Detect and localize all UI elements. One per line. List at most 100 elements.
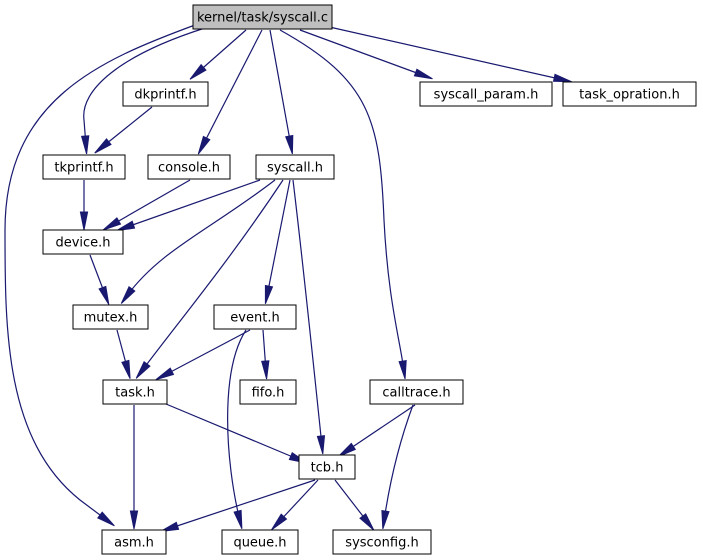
edge-syscall_c-to-syscall_h — [269, 29, 294, 155]
edge-dkprintf-to-tkprintf — [94, 106, 153, 154]
arrowhead — [316, 435, 326, 455]
arrowhead — [97, 511, 115, 527]
edge-syscall_h-to-event — [264, 179, 291, 304]
edge-line — [167, 479, 316, 530]
edge-line — [123, 179, 261, 229]
node-label: asm.h — [114, 536, 154, 551]
edge-device-to-mutex — [89, 254, 110, 305]
edge-syscall_c-to-dkprintf — [189, 29, 247, 80]
node-box — [419, 81, 553, 107]
node-box — [298, 454, 356, 480]
node-task-opration[interactable]: task_opration.h — [562, 81, 697, 107]
edge-task-to-asm — [129, 405, 139, 530]
node-queue[interactable]: queue.h — [221, 529, 299, 555]
arrowhead — [271, 513, 288, 531]
arrowhead — [233, 509, 243, 530]
arrowhead — [79, 211, 89, 231]
node-box — [239, 379, 297, 405]
node-syscall-h[interactable]: syscall.h — [255, 154, 335, 180]
node-box — [102, 379, 168, 405]
node-tkprintf[interactable]: tkprintf.h — [42, 154, 126, 180]
node-label: calltrace.h — [382, 386, 450, 401]
arrowhead — [398, 360, 407, 380]
node-label: syscall_param.h — [434, 88, 539, 103]
edge-line — [125, 179, 276, 298]
edge-mutex-to-task — [116, 329, 131, 379]
arrowhead — [120, 286, 136, 304]
arrowhead — [160, 521, 180, 532]
edge-syscall_c-to-asm — [4, 24, 196, 527]
node-box — [369, 379, 464, 405]
node-box — [255, 154, 335, 180]
node-dkprintf[interactable]: dkprintf.h — [122, 81, 209, 107]
arrowhead — [98, 285, 110, 305]
edge-tcb-to-sysconfig — [334, 479, 375, 531]
node-fifo[interactable]: fifo.h — [239, 379, 297, 405]
node-label: device.h — [55, 236, 110, 251]
node-label: event.h — [230, 311, 279, 326]
edge-console-to-device — [102, 179, 191, 231]
edge-syscall_h-to-mutex — [120, 179, 276, 304]
node-asm[interactable]: asm.h — [101, 529, 167, 555]
edges-layer — [4, 24, 573, 532]
edge-calltrace-to-tcb — [338, 404, 416, 457]
node-box — [147, 154, 231, 180]
arrowhead — [413, 68, 433, 80]
edge-tcb-to-asm — [160, 479, 316, 532]
node-box — [221, 529, 299, 555]
arrowhead — [197, 135, 211, 155]
arrowhead — [285, 134, 294, 155]
edge-line — [279, 29, 405, 372]
edge-line — [165, 403, 301, 461]
node-box — [42, 154, 126, 180]
edge-syscall_h-to-tcb — [292, 179, 326, 455]
edge-tkprintf-to-device — [79, 180, 89, 231]
edge-line — [109, 179, 191, 227]
node-label: tcb.h — [311, 461, 344, 476]
node-console[interactable]: console.h — [147, 154, 231, 180]
node-device[interactable]: device.h — [42, 229, 124, 255]
node-task[interactable]: task.h — [102, 379, 168, 405]
edge-line — [201, 29, 263, 148]
edge-line — [227, 329, 247, 522]
edge-line — [344, 404, 416, 453]
node-syscall-param[interactable]: syscall_param.h — [419, 81, 553, 107]
edge-syscall_c-to-task_opration — [324, 25, 573, 83]
arrowhead — [338, 442, 357, 457]
edge-line — [383, 404, 414, 522]
arrowhead — [155, 367, 175, 381]
nodes-layer: kernel/task/syscall.c dkprintf.h syscall_p… — [42, 4, 697, 555]
node-sysconfig[interactable]: sysconfig.h — [332, 529, 432, 555]
node-label: console.h — [158, 161, 220, 176]
node-label: queue.h — [233, 536, 286, 551]
edge-event-to-task — [155, 329, 251, 381]
node-label: sysconfig.h — [345, 536, 418, 551]
edge-line — [299, 29, 426, 77]
node-label: fifo.h — [252, 386, 285, 401]
node-mutex[interactable]: mutex.h — [72, 304, 149, 330]
node-syscall-c[interactable]: kernel/task/syscall.c — [192, 4, 333, 30]
arrowhead — [94, 138, 112, 154]
edge-calltrace-to-sysconfig — [381, 404, 414, 530]
edge-line — [140, 179, 284, 373]
arrowhead — [552, 73, 573, 83]
edge-line — [100, 106, 153, 149]
node-box — [562, 81, 697, 107]
edge-event-to-queue — [227, 329, 247, 530]
edge-syscall_c-to-syscall_param — [299, 29, 433, 80]
node-label: task.h — [115, 386, 155, 401]
arrowhead — [80, 135, 90, 155]
node-box — [192, 4, 333, 30]
edge-tcb-to-queue — [271, 479, 319, 531]
node-tcb[interactable]: tcb.h — [298, 454, 356, 480]
node-label: task_opration.h — [579, 88, 680, 103]
edge-line — [269, 29, 292, 147]
arrowhead — [261, 360, 270, 380]
node-event[interactable]: event.h — [213, 304, 297, 330]
node-calltrace[interactable]: calltrace.h — [369, 379, 464, 405]
edge-line — [266, 179, 291, 297]
arrowhead — [102, 217, 122, 231]
edge-line — [83, 27, 206, 147]
arrowhead — [359, 513, 375, 531]
